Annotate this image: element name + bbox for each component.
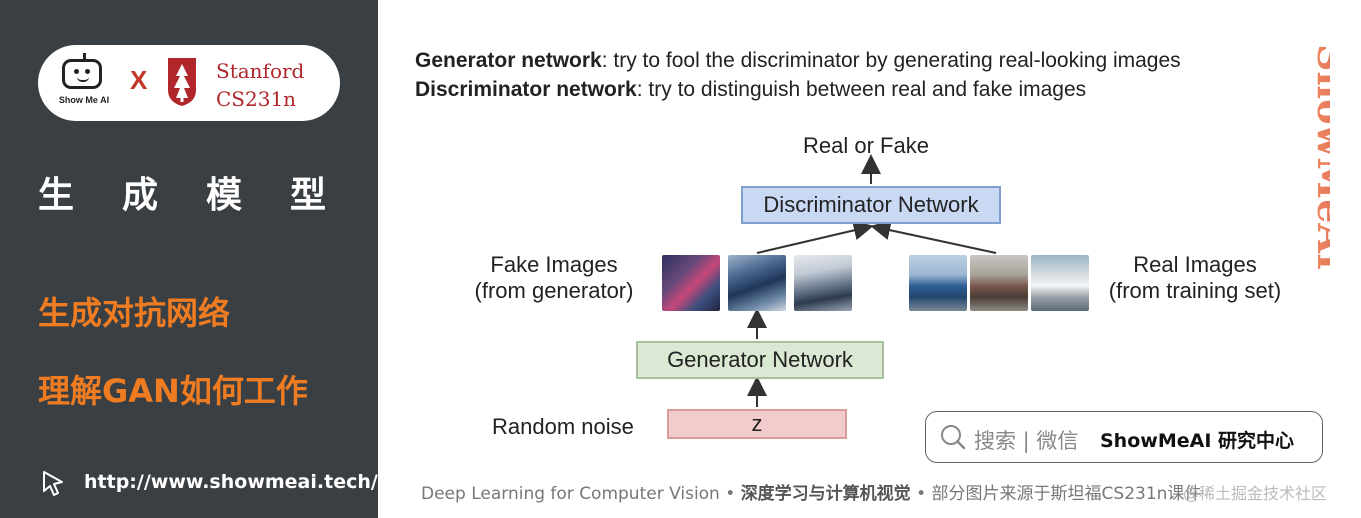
fake-image-2 <box>728 255 786 311</box>
real-images-label: Real Images (from training set) <box>1099 252 1291 304</box>
generator-definition: Generator network: try to fool the discr… <box>415 46 1181 75</box>
footer: Deep Learning for Computer Vision • 深度学习… <box>421 479 1201 504</box>
stanford-line2: CS231n <box>216 87 297 111</box>
fake-image-1 <box>662 255 720 311</box>
footer-sep-1: • <box>719 484 741 504</box>
wechat-search-box: 搜索 | 微信 ShowMeAI 研究中心 <box>925 411 1323 463</box>
logo-text: Show Me AI <box>58 95 110 105</box>
stanford-logo-icon <box>168 58 196 106</box>
search-prompt: 搜索 | 微信 <box>974 429 1079 453</box>
stanford-line1: Stanford <box>216 59 305 83</box>
real-image-2 <box>970 255 1028 311</box>
cursor-icon <box>43 471 63 496</box>
sidebar: Show Me AI X Stanford CS231n 生成模型 生成对抗网络… <box>0 0 378 518</box>
watermark-text: ShowMeAI <box>1309 44 1330 271</box>
output-label: Real or Fake <box>803 133 929 158</box>
robot-logo-icon <box>62 53 102 89</box>
fake-image-3 <box>794 255 852 311</box>
real-image-1 <box>909 255 967 311</box>
generator-box: Generator Network <box>636 341 884 379</box>
search-brand: ShowMeAI 研究中心 <box>1100 430 1294 452</box>
stanford-text: Stanford CS231n <box>216 57 304 113</box>
discriminator-box: Discriminator Network <box>741 186 1001 224</box>
footer-sep-2: • <box>910 484 932 504</box>
generator-term: Generator network <box>415 49 602 72</box>
discriminator-definition: Discriminator network: try to distinguis… <box>415 75 1181 104</box>
course-title: 生成模型 <box>38 175 375 216</box>
real-label-line2: (from training set) <box>1108 278 1282 303</box>
real-label-line1: Real Images <box>1133 252 1257 277</box>
discriminator-desc: : try to distinguish between real and fa… <box>636 78 1087 101</box>
juejin-credit: @稀土掘金技术社区 <box>1183 484 1328 503</box>
discriminator-term: Discriminator network <box>415 78 637 101</box>
footer-course-zh: 深度学习与计算机视觉 <box>740 484 911 504</box>
topic-gan: 生成对抗网络 <box>38 294 231 332</box>
fake-label-line2: (from generator) <box>474 278 634 303</box>
footer-source: 部分图片来源于斯坦福CS231n课件 <box>931 484 1202 504</box>
topic-how-gan-works: 理解GAN如何工作 <box>38 372 308 410</box>
logo-card: Show Me AI X Stanford CS231n <box>38 45 340 121</box>
generator-desc: : try to fool the discriminator by gener… <box>601 49 1181 72</box>
real-image-3 <box>1031 255 1089 311</box>
definitions: Generator network: try to fool the discr… <box>415 46 1181 104</box>
website-link[interactable]: http://www.showmeai.tech/ <box>84 471 378 493</box>
fake-label-line1: Fake Images <box>490 252 618 277</box>
footer-course-en: Deep Learning for Computer Vision <box>421 484 720 504</box>
z-box: z <box>667 409 847 439</box>
noise-label: Random noise <box>492 414 634 439</box>
search-icon <box>941 425 966 450</box>
fake-images-label: Fake Images (from generator) <box>466 252 642 304</box>
showmeai-watermark: ShowMeAI <box>1309 44 1330 271</box>
times-sign: X <box>130 65 148 95</box>
